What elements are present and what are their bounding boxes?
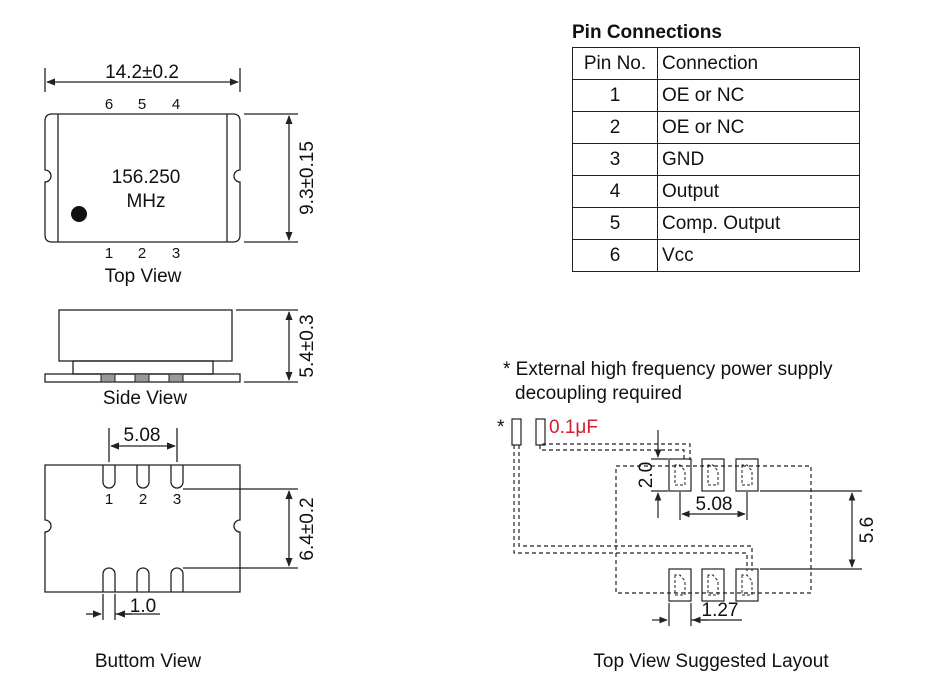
side-pad-3 xyxy=(168,373,184,383)
marking-frequency: 156.250 xyxy=(112,167,181,188)
bottom-height-dim-text: 6.4±0.2 xyxy=(297,497,318,560)
capacitor-label: 0.1μF xyxy=(549,417,598,438)
side-pad-2 xyxy=(134,373,150,383)
layout-caption: Top View Suggested Layout xyxy=(593,651,829,672)
top-view-body xyxy=(44,113,241,243)
pin-table-title: Pin Connections xyxy=(572,22,722,43)
layout-pad-lower-3 xyxy=(735,568,759,602)
pin-connection: Output xyxy=(657,175,860,208)
bottom-view xyxy=(44,428,298,620)
marking-unit: MHz xyxy=(126,191,165,212)
top-pin-3: 3 xyxy=(172,245,180,262)
suggested-layout xyxy=(511,418,862,626)
table-row: 2 OE or NC xyxy=(572,111,860,144)
layout-pad-lower-2 xyxy=(701,568,725,602)
table-row: 5 Comp. Output xyxy=(572,207,860,240)
header-pin-no: Pin No. xyxy=(572,47,658,80)
decoupling-note-line2: decoupling required xyxy=(515,383,682,404)
header-connection: Connection xyxy=(657,47,860,80)
side-view-body xyxy=(58,309,233,362)
bottom-view-caption: Buttom View xyxy=(95,651,202,672)
table-row: 3 GND xyxy=(572,143,860,176)
pad-width-dim-text: 1.27 xyxy=(702,600,739,621)
side-view xyxy=(44,309,298,383)
bottom-view-body xyxy=(44,464,241,593)
table-row: 4 Output xyxy=(572,175,860,208)
table-header-row: Pin No. Connection xyxy=(572,47,860,80)
top-view-caption: Top View xyxy=(105,266,182,287)
pin-connection: Comp. Output xyxy=(657,207,860,240)
pin-connection: OE or NC xyxy=(657,79,860,112)
layout-pad-upper-3 xyxy=(735,458,759,492)
pin-connections: Pin Connections Pin No. Connection 1 OE … xyxy=(572,22,860,272)
pin-number: 6 xyxy=(572,239,658,272)
pin-number: 4 xyxy=(572,175,658,208)
top-pin-1: 1 xyxy=(105,245,113,262)
bottom-pin-1: 1 xyxy=(105,491,113,508)
bottom-pin-2: 2 xyxy=(139,491,147,508)
top-pin-2: 2 xyxy=(138,245,146,262)
capacitor-pad-right xyxy=(535,418,546,446)
side-pad-1 xyxy=(100,373,116,383)
top-pin-6: 6 xyxy=(105,96,113,113)
pin-table: Pin No. Connection 1 OE or NC 2 OE or NC… xyxy=(572,47,860,272)
layout-pad-lower-1 xyxy=(668,568,692,602)
pin-number: 3 xyxy=(572,143,658,176)
pin-number: 5 xyxy=(572,207,658,240)
layout-asterisk: * xyxy=(497,417,505,438)
layout-pad-upper-1 xyxy=(668,458,692,492)
pin-number: 1 xyxy=(572,79,658,112)
pad-height-dim-text: 2.0 xyxy=(636,462,657,488)
bottom-pad-width-dim-text: 1.0 xyxy=(130,596,156,617)
layout-pad-upper-2 xyxy=(701,458,725,492)
decoupling-note-line1: * External high frequency power supply xyxy=(503,359,833,380)
side-view-caption: Side View xyxy=(103,388,187,409)
pin-connection: Vcc xyxy=(657,239,860,272)
pin-number: 2 xyxy=(572,111,658,144)
table-row: 6 Vcc xyxy=(572,239,860,272)
top-width-dim-text: 14.2±0.2 xyxy=(105,62,179,83)
top-pin-4: 4 xyxy=(172,96,180,113)
capacitor-pad-left xyxy=(511,418,522,446)
pin-connection: GND xyxy=(657,143,860,176)
bottom-pitch-dim-text: 5.08 xyxy=(124,425,161,446)
pin1-marker-dot xyxy=(71,206,87,222)
layout-pitch-dim-text: 5.08 xyxy=(696,494,733,515)
table-row: 1 OE or NC xyxy=(572,79,860,112)
top-view xyxy=(44,68,298,243)
top-pin-5: 5 xyxy=(138,96,146,113)
pin-connection: OE or NC xyxy=(657,111,860,144)
top-height-dim-text: 9.3±0.15 xyxy=(297,141,318,215)
bottom-pin-3: 3 xyxy=(173,491,181,508)
side-height-dim-text: 5.4±0.3 xyxy=(297,314,318,377)
row-spacing-dim-text: 5.6 xyxy=(857,517,878,543)
